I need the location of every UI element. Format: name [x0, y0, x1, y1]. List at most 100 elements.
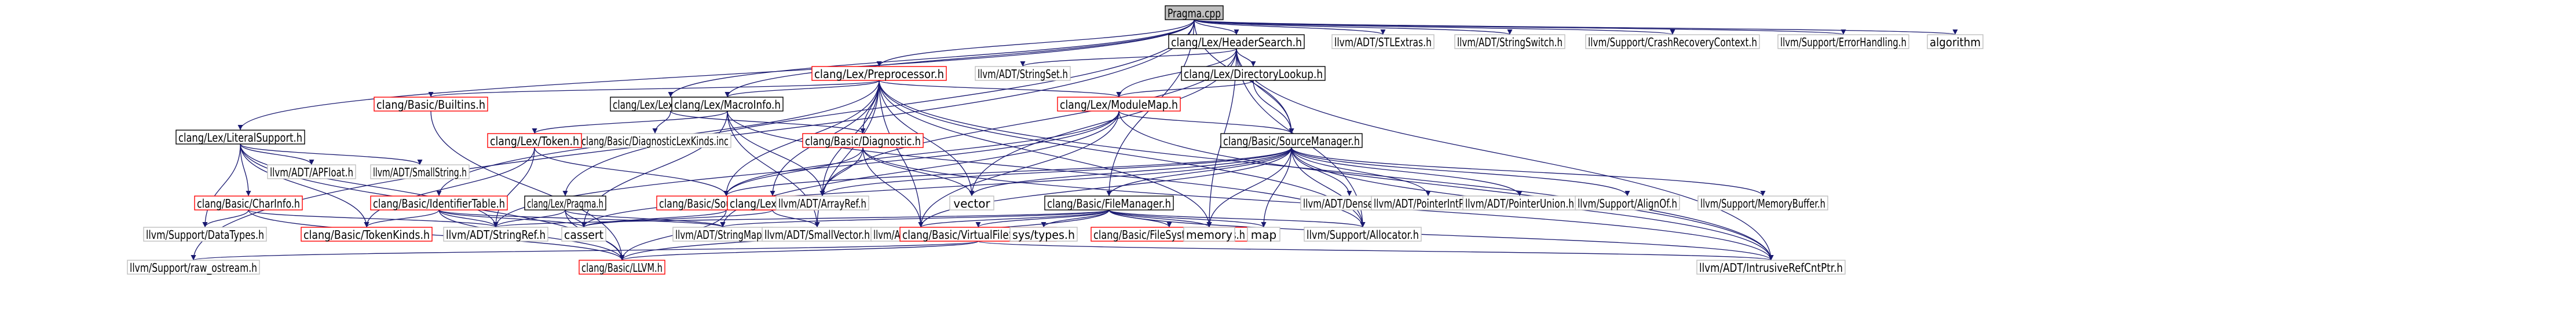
node-label: llvm/ADT/PointerUnion.h [1465, 197, 1574, 211]
edge-sourcemanager-to-cassert [581, 147, 1292, 228]
node-headersearch[interactable]: clang/Lex/HeaderSearch.h [1168, 34, 1305, 49]
edge-directorylookup-to-modulemap [1116, 80, 1254, 98]
edge-literalsupport-to-tokenkinds [240, 143, 369, 228]
edge-pragma_cpp-to-stlextras [1194, 19, 1386, 35]
edge-sourcemanager-to-vector [969, 147, 1292, 197]
edge-modulemap-to-sourcelocation [723, 110, 1119, 197]
node-pointerunion[interactable]: llvm/ADT/PointerUnion.h [1462, 195, 1577, 211]
node-diagkinds[interactable]: clang/Basic/DiagnosticLexKinds.inc [579, 133, 731, 148]
node-datatypes[interactable]: llvm/Support/DataTypes.h [143, 227, 267, 242]
node-macroinfo[interactable]: clang/Lex/MacroInfo.h [671, 97, 784, 112]
node-basic-llvm[interactable]: clang/Basic/LLVM.h [579, 260, 665, 275]
node-stlextras[interactable]: llvm/ADT/STLExtras.h [1331, 34, 1435, 49]
edge-literalsupport-to-charinfo [240, 143, 251, 197]
node-lexpragma[interactable]: clang/Lex/Pragma.h [524, 195, 606, 211]
edge-pragma_cpp-to-crashrecovery [1194, 19, 1675, 35]
edge-headersearch-to-stringset [1020, 48, 1237, 67]
edge-sourcemanager-to-memorybuffer [1291, 147, 1766, 197]
node-preprocessor[interactable]: clang/Lex/Preprocessor.h [811, 66, 947, 81]
node-crashrecovery[interactable]: llvm/Support/CrashRecoveryContext.h [1585, 34, 1760, 49]
node-memory[interactable]: memory [1183, 227, 1235, 242]
node-label: llvm/Support/Allocator.h [1307, 228, 1419, 242]
node-label: clang/Lex/DirectoryLookup.h [1184, 67, 1323, 81]
edge-preprocessor-to-intrusiverefcnt [879, 80, 1774, 261]
node-label: llvm/ADT/SmallString.h [373, 165, 467, 179]
node-charinfo[interactable]: clang/Basic/CharInfo.h [194, 195, 303, 211]
node-stringset[interactable]: llvm/ADT/StringSet.h [975, 66, 1071, 81]
edge-sourcemanager-to-sourcelocation [723, 147, 1292, 197]
edge-lexer-to-cassert [581, 209, 773, 228]
node-label: llvm/Support/DataTypes.h [146, 228, 264, 242]
edge-literalsupport-to-stringref [240, 143, 499, 228]
edge-pragma_cpp-to-preprocessor [876, 19, 1195, 67]
node-filemanager[interactable]: clang/Basic/FileManager.h [1044, 195, 1174, 211]
edge-filemanager-to-memory [1108, 209, 1212, 228]
node-label: clang/Lex/Pragma.h [527, 197, 603, 211]
edge-virtualfs-to-intrusiverefcnt [978, 241, 1773, 261]
node-label: clang/Basic/Diagnostic.h [805, 134, 921, 148]
node-smallvector[interactable]: llvm/ADT/SmallVector.h [762, 227, 873, 242]
node-label: clang/Basic/IdentifierTable.h [373, 197, 505, 211]
node-label: llvm/ADT/APFloat.h [270, 165, 353, 179]
node-builtins[interactable]: clang/Basic/Builtins.h [374, 97, 488, 112]
edge-modulemap-to-sourcemanager [1118, 110, 1294, 134]
edge-sourcemanager-to-densemap [918, 147, 1292, 228]
node-directorylookup[interactable]: clang/Lex/DirectoryLookup.h [1181, 66, 1326, 81]
node-sourcemanager[interactable]: clang/Basic/SourceManager.h [1220, 133, 1363, 148]
node-token[interactable]: clang/Lex/Token.h [487, 133, 582, 148]
node-label: llvm/Support/MemoryBuffer.h [1700, 197, 1825, 211]
edge-pragma_cpp-to-algorithm [1194, 19, 1957, 35]
edge-virtualfs-to-rawostream [191, 241, 979, 261]
node-label: clang/Basic/TokenKinds.h [303, 228, 430, 242]
edge-pragma_cpp-to-literalsupport [237, 19, 1195, 131]
edge-token-to-stringref [493, 147, 535, 228]
node-alignof[interactable]: llvm/Support/AlignOf.h [1575, 195, 1680, 211]
node-stringswitch[interactable]: llvm/ADT/StringSwitch.h [1454, 34, 1565, 49]
node-identifiertable[interactable]: clang/Basic/IdentifierTable.h [370, 195, 508, 211]
node-cassert[interactable]: cassert [561, 227, 606, 242]
edge-sourcelocation-to-cassert [581, 209, 727, 228]
edge-identifiertable-to-stringmap [438, 209, 726, 228]
edge-sourcemanager-to-filemanager [1106, 147, 1292, 197]
node-literalsupport[interactable]: clang/Lex/LiteralSupport.h [175, 130, 305, 145]
node-apfloat[interactable]: llvm/ADT/APFloat.h [267, 164, 356, 179]
node-pragma-cpp[interactable]: Pragma.cpp [1165, 5, 1224, 20]
node-label: cassert [564, 228, 603, 242]
node-label: clang/Lex/MacroInfo.h [674, 98, 781, 112]
node-modulemap[interactable]: clang/Lex/ModuleMap.h [1057, 97, 1181, 112]
node-algorithm[interactable]: algorithm [1927, 34, 1984, 49]
node-label: clang/Lex/Token.h [490, 134, 579, 148]
node-errorhandling[interactable]: llvm/Support/ErrorHandling.h [1777, 34, 1909, 49]
edge-filemanager-to-stringref [493, 209, 1110, 228]
edge-preprocessor-to-densemap [879, 80, 924, 228]
node-label: llvm/Support/CrashRecoveryContext.h [1588, 35, 1757, 49]
node-vector[interactable]: vector [949, 195, 994, 211]
edge-lexdiagnostic-to-diagnostic [670, 110, 866, 134]
node-smallstring[interactable]: llvm/ADT/SmallString.h [370, 164, 470, 179]
node-tokenkinds[interactable]: clang/Basic/TokenKinds.h [301, 227, 433, 242]
edge-filemanager-to-densemap [918, 209, 1110, 228]
node-memorybuffer[interactable]: llvm/Support/MemoryBuffer.h [1697, 195, 1828, 211]
edge-sourcemanager-to-alignof [1291, 147, 1630, 197]
node-label: llvm/Support/raw_ostream.h [130, 261, 257, 275]
node-allocator[interactable]: llvm/Support/Allocator.h [1304, 227, 1422, 242]
edge-pragma_cpp-to-stringswitch [1194, 19, 1513, 35]
edge-headersearch-to-sourcemanager [1236, 48, 1294, 134]
node-virtualfilesystem[interactable]: clang/Basic/VirtualFileSystem.h [899, 227, 1057, 242]
edge-lexpragma-to-stringmap [565, 209, 726, 228]
node-raw-ostream[interactable]: llvm/Support/raw_ostream.h [127, 260, 260, 275]
node-map[interactable]: map [1247, 227, 1280, 242]
edge-diagnostic-to-densemap [862, 147, 924, 228]
node-intrusiverefcntptr[interactable]: llvm/ADT/IntrusiveRefCntPtr.h [1696, 260, 1846, 275]
edge-preprocessor-to-vector [879, 80, 975, 197]
node-systypes[interactable]: sys/types.h [1009, 227, 1078, 242]
edge-macroinfo-to-token [532, 110, 728, 134]
node-stringref[interactable]: llvm/ADT/StringRef.h [443, 227, 548, 242]
node-label: clang/Basic/LLVM.h [581, 261, 663, 275]
node-diagnostic[interactable]: clang/Basic/Diagnostic.h [802, 133, 924, 148]
node-arrayref[interactable]: llvm/ADT/ArrayRef.h [775, 195, 869, 211]
edge-headersearch-to-directorylookup [1236, 48, 1256, 67]
node-stringmap[interactable]: llvm/ADT/StringMap.h [672, 227, 773, 242]
edge-lexdiagnostic-to-diagkinds [652, 110, 671, 134]
node-label: clang/Basic/DiagnosticLexKinds.inc [581, 134, 729, 148]
